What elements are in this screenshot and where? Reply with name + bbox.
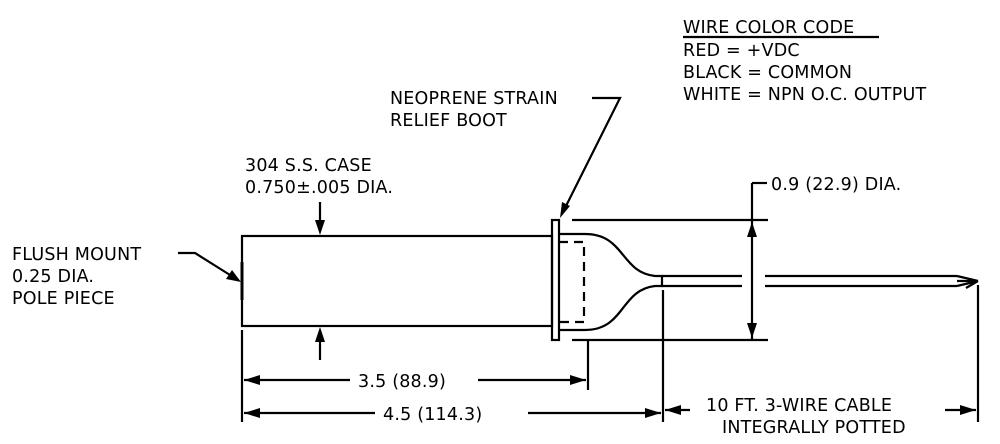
boot-label-line1: NEOPRENE STRAIN [390, 89, 558, 109]
case-dia-arrowhead-top [315, 220, 325, 235]
cable-wire-ends [956, 274, 979, 289]
boot-callout: NEOPRENE STRAIN RELIEF BOOT [390, 89, 622, 218]
cable-label-line1: 10 FT. 3-WIRE CABLE [706, 396, 892, 416]
case-dia-arrowhead-bottom [315, 327, 325, 342]
cable-length-arrowhead-left [665, 405, 681, 415]
boot-leader-arrowhead [560, 202, 570, 218]
boot-dia-arrowhead-bottom [747, 323, 757, 338]
case-length-label: 3.5 (88.9) [358, 372, 446, 392]
case-callout: 304 S.S. CASE 0.750±.005 DIA. [245, 156, 393, 360]
boot-dia-label: 0.9 (22.9) DIA. [771, 175, 901, 195]
cable-length-dimension: 10 FT. 3-WIRE CABLE INTEGRALLY POTTED [665, 396, 976, 438]
overall-length-label: 4.5 (114.3) [383, 405, 482, 425]
overall-length-arrowhead-right [645, 408, 661, 418]
case-length-dimension: 3.5 (88.9) [244, 372, 586, 392]
boot-hidden-edge [559, 240, 586, 324]
boot-dia-arrowhead-top [747, 222, 757, 237]
boot-dia-dimension: 0.9 (22.9) DIA. [572, 175, 901, 342]
case-label-line1: 304 S.S. CASE [245, 156, 372, 176]
wire-black: BLACK = COMMON [683, 63, 852, 83]
pole-callout: FLUSH MOUNT 0.25 DIA. POLE PIECE [12, 245, 241, 309]
wire-color-code: WIRE COLOR CODE RED = +VDC BLACK = COMMO… [683, 18, 926, 105]
wire-red: RED = +VDC [683, 41, 800, 61]
pole-label-line2: 0.25 DIA. [12, 267, 94, 287]
pole-leader [178, 251, 231, 276]
boot-leader [564, 96, 622, 209]
case-label-line2: 0.750±.005 DIA. [245, 178, 393, 198]
strain-relief-boot [559, 232, 664, 332]
overall-length-dimension: 4.5 (114.3) [244, 405, 661, 425]
pole-label-line1: FLUSH MOUNT [12, 245, 141, 265]
wire-color-code-title: WIRE COLOR CODE [683, 18, 854, 38]
case-flange [550, 218, 561, 342]
cable-label-line2: INTEGRALLY POTTED [722, 418, 906, 438]
case-length-arrowhead-left [244, 375, 260, 385]
pole-label-line3: POLE PIECE [12, 289, 115, 309]
wire-white: WHITE = NPN O.C. OUTPUT [683, 85, 926, 105]
boot-label-line2: RELIEF BOOT [390, 111, 507, 131]
cable-length-arrowhead-right [960, 405, 976, 415]
case-length-arrowhead-right [570, 375, 586, 385]
sensor-body [240, 218, 979, 342]
pole-leader-arrowhead [226, 270, 241, 282]
overall-length-arrowhead-left [244, 408, 260, 418]
steel-case [240, 234, 554, 328]
